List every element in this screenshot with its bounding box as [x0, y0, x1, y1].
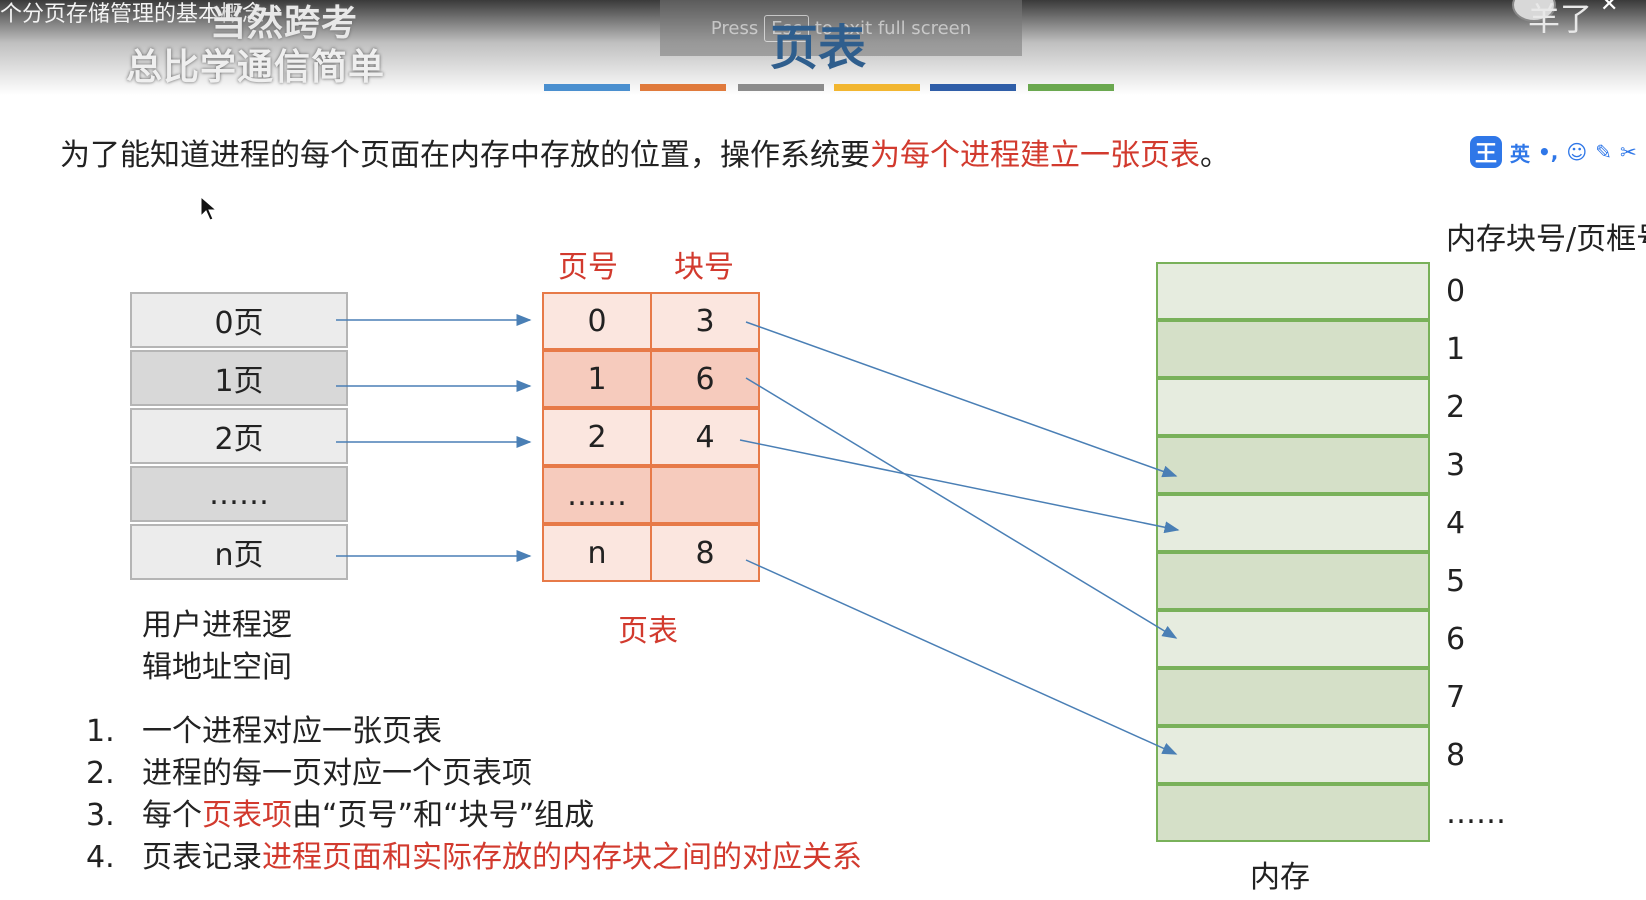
- user-page-row: 1页: [130, 350, 348, 406]
- color-bar-6: [1028, 84, 1114, 91]
- user-page-row: 0页: [130, 292, 348, 348]
- mouse-cursor-icon: [200, 196, 218, 221]
- page-table-page-cell: 2: [542, 408, 652, 466]
- page-table-page-cell: 1: [542, 350, 652, 408]
- watermark-line-2: 总比学通信简单: [126, 47, 386, 88]
- ime-lang-toggle[interactable]: 英: [1510, 141, 1530, 166]
- note-text: 页表记录: [142, 840, 262, 875]
- slide-title: 页表: [770, 20, 867, 76]
- desc-end: 。: [1200, 138, 1230, 173]
- note-number: 2.: [86, 756, 115, 791]
- note-text: 每个: [142, 798, 202, 833]
- user-page-row: n页: [130, 524, 348, 580]
- note-highlight: 页表项: [202, 798, 292, 833]
- page-table-caption: 页表: [618, 614, 678, 649]
- memory-block-number: 5: [1446, 564, 1466, 599]
- memory-block: [1156, 378, 1430, 436]
- memory-block: [1156, 726, 1430, 784]
- memory-caption: 内存: [1250, 860, 1310, 895]
- memory-block-number: 7: [1446, 680, 1466, 715]
- block-4-arrow: [739, 439, 1180, 534]
- block-3-arrow: [745, 321, 1178, 478]
- memory-block: [1156, 610, 1430, 668]
- memory-block: [1156, 668, 1430, 726]
- memory-block-number: 3: [1446, 448, 1466, 483]
- desc-plain: 为了能知道进程的每个页面在内存中存放的位置，操作系统要: [60, 138, 870, 173]
- note-number: 4.: [86, 840, 115, 875]
- page-table-header-block: 块号: [674, 250, 734, 285]
- memory-block: [1156, 320, 1430, 378]
- hint-rest: to exit full screen: [814, 17, 972, 39]
- color-bar-2: [640, 84, 726, 91]
- memory-header: 内存块号/页框号: [1446, 222, 1646, 257]
- memory-block-number: 0: [1446, 274, 1466, 309]
- hint-esc-key: Esc: [764, 14, 809, 42]
- memory-block: [1156, 436, 1430, 494]
- desc-highlight: 为每个进程建立一张页表: [870, 138, 1200, 173]
- memory-block-number: 8: [1446, 738, 1466, 773]
- close-icon[interactable]: ✕: [1600, 0, 1619, 17]
- ime-pen-icon[interactable]: ✎: [1595, 140, 1613, 164]
- page-table-block-cell: 8: [650, 524, 760, 582]
- memory-block: [1156, 552, 1430, 610]
- page-table-block-cell: 6: [650, 350, 760, 408]
- color-bar-5: [930, 84, 1016, 91]
- page-table-page-cell: ……: [542, 466, 652, 524]
- page-table-block-cell: 4: [650, 408, 760, 466]
- hint-press: Press: [710, 17, 759, 39]
- ime-toolbar: 王 英 •, ☺ ✎ ✂: [1470, 134, 1646, 170]
- user-process-caption-1: 用户进程逻: [142, 608, 292, 643]
- note-text: 一个进程对应一张页表: [142, 714, 442, 749]
- color-bar-1: [544, 84, 630, 91]
- note-number: 1.: [86, 714, 115, 749]
- ime-scissors-icon[interactable]: ✂: [1620, 140, 1637, 164]
- memory-block: [1156, 262, 1430, 320]
- note-item: 2. 进程的每一页对应一个页表项: [86, 748, 532, 792]
- memory-block-number: 1: [1446, 332, 1466, 367]
- user-page-row: ……: [130, 466, 348, 522]
- watermark-line-1: 当然跨考: [210, 3, 359, 44]
- note-number: 3.: [86, 798, 115, 833]
- note-item: 4. 页表记录进程页面和实际存放的内存块之间的对应关系: [86, 832, 862, 876]
- note-item: 1. 一个进程对应一张页表: [86, 706, 442, 750]
- block-6-arrow: [745, 377, 1178, 639]
- slide-description: 为了能知道进程的每个页面在内存中存放的位置，操作系统要为每个进程建立一张页表。: [60, 130, 1230, 174]
- note-text: 进程的每一页对应一个页表项: [142, 756, 532, 791]
- memory-block-number: ……: [1446, 796, 1506, 831]
- memory-block: [1156, 784, 1430, 842]
- ime-emoji-icon[interactable]: ☺: [1566, 140, 1588, 164]
- ime-logo-icon[interactable]: 王: [1470, 136, 1502, 168]
- page-table-block-cell: [650, 466, 760, 524]
- page-table-block-cell: 3: [650, 292, 760, 350]
- memory-block: [1156, 494, 1430, 552]
- ime-punctuation-icon[interactable]: •,: [1538, 140, 1559, 164]
- top-right-watermark: 羊了: [1528, 0, 1593, 38]
- color-bar-3: [738, 84, 824, 91]
- color-bar-4: [834, 84, 920, 91]
- memory-block-number: 4: [1446, 506, 1466, 541]
- fullscreen-exit-hint: Press Esc to exit full screen: [660, 0, 1022, 56]
- note-item: 3. 每个页表项由“页号”和“块号”组成: [86, 790, 594, 834]
- page-table-header-page: 页号: [558, 250, 618, 285]
- memory-block-number: 2: [1446, 390, 1466, 425]
- block-8-arrow: [745, 559, 1178, 755]
- memory-block-number: 6: [1446, 622, 1466, 657]
- user-page-row: 2页: [130, 408, 348, 464]
- user-process-caption-2: 辑地址空间: [142, 650, 292, 685]
- video-title: 个分页存储管理的基本概念: [0, 2, 265, 27]
- note-tail: 由“页号”和“块号”组成: [292, 798, 595, 833]
- note-highlight: 进程页面和实际存放的内存块之间的对应关系: [262, 840, 862, 875]
